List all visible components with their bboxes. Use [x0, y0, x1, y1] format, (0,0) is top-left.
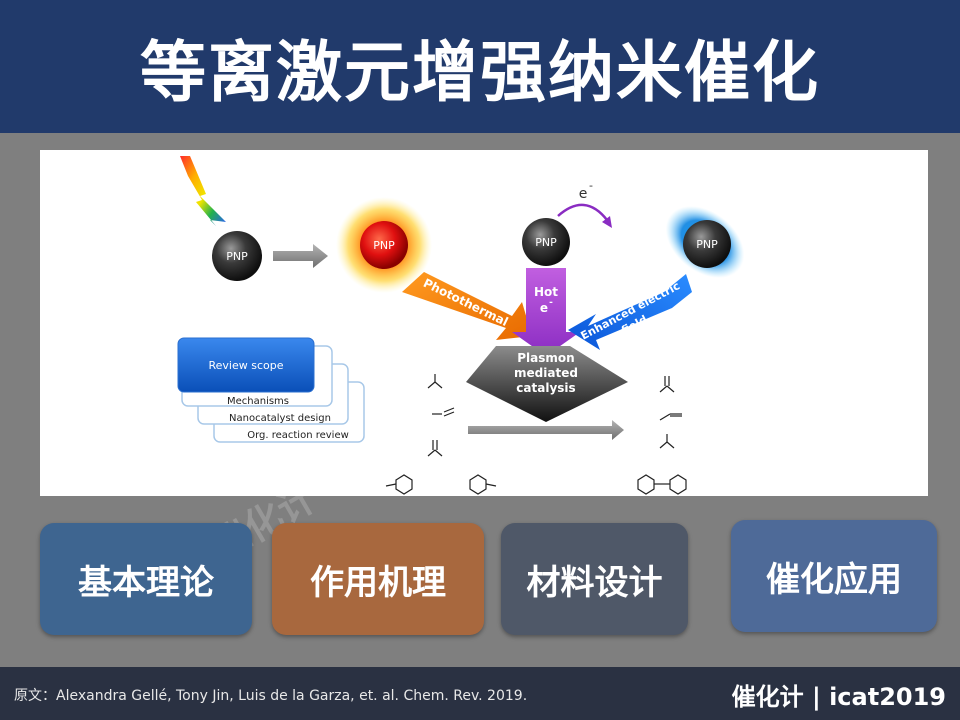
header-bar: 等离激元增强纳米催化	[0, 0, 960, 133]
page-title: 等离激元增强纳米催化	[140, 33, 820, 111]
category-basic-theory[interactable]: 基本理论	[40, 523, 252, 635]
pnp-label: PNP	[373, 239, 395, 252]
mechanism-diagram: PNP PNP PNP e - PNP Photothermal Hot e -…	[177, 156, 745, 495]
pnp-label: PNP	[226, 250, 248, 263]
pnp-label: PNP	[535, 236, 557, 249]
category-label: 作用机理	[310, 562, 446, 603]
category-mechanism[interactable]: 作用机理	[272, 523, 484, 635]
pnp-particle	[683, 220, 731, 268]
reactant-structures	[385, 374, 497, 495]
photothermal-arrow-body	[402, 272, 532, 340]
source-citation: 原文：Alexandra Gellé, Tony Jin, Luis de la…	[14, 688, 528, 704]
review-scope-box	[177, 337, 315, 393]
review-scope-title: Review scope	[208, 359, 283, 372]
review-item-design: Nanocatalyst design	[229, 413, 331, 424]
category-catalysis-application[interactable]: 催化应用	[731, 520, 937, 632]
brand-logo: 催化计 | icat2019	[731, 683, 946, 711]
center-label-2: mediated	[514, 366, 578, 380]
reaction-arrow	[468, 420, 624, 440]
category-label: 催化应用	[766, 559, 902, 600]
electron-label: e	[579, 186, 588, 202]
electron-charge: -	[589, 179, 593, 192]
review-item-reactions: Org. reaction review	[247, 430, 349, 441]
category-material-design[interactable]: 材料设计	[501, 523, 688, 635]
pnp-particle	[522, 218, 570, 266]
pnp-particle	[212, 231, 262, 281]
center-label-1: Plasmon	[517, 351, 574, 365]
electron-arrow-head	[602, 216, 612, 228]
hot-electron-label: e	[540, 301, 548, 315]
pnp-particle-heated	[360, 221, 408, 269]
hot-electron-charge: -	[549, 298, 553, 308]
product-structures	[637, 376, 687, 495]
hot-label: Hot	[534, 285, 558, 299]
footer-bar: 原文：Alexandra Gellé, Tony Jin, Luis de la…	[0, 667, 960, 720]
mechanism-figure: PNP PNP PNP e - PNP Photothermal Hot e -…	[40, 150, 928, 496]
review-item-mechanisms: Mechanisms	[227, 396, 289, 407]
pnp-label: PNP	[696, 238, 718, 251]
category-label: 材料设计	[526, 562, 663, 603]
center-label-3: catalysis	[516, 381, 575, 395]
category-label: 基本理论	[78, 562, 214, 603]
hot-electron-arrow	[512, 268, 580, 356]
electron-arrow-icon	[557, 203, 608, 221]
enhanced-field-arrow	[568, 274, 692, 350]
transition-arrow	[273, 244, 328, 268]
lightning-icon	[180, 156, 226, 226]
plasmon-catalysis-arrow	[466, 346, 628, 422]
